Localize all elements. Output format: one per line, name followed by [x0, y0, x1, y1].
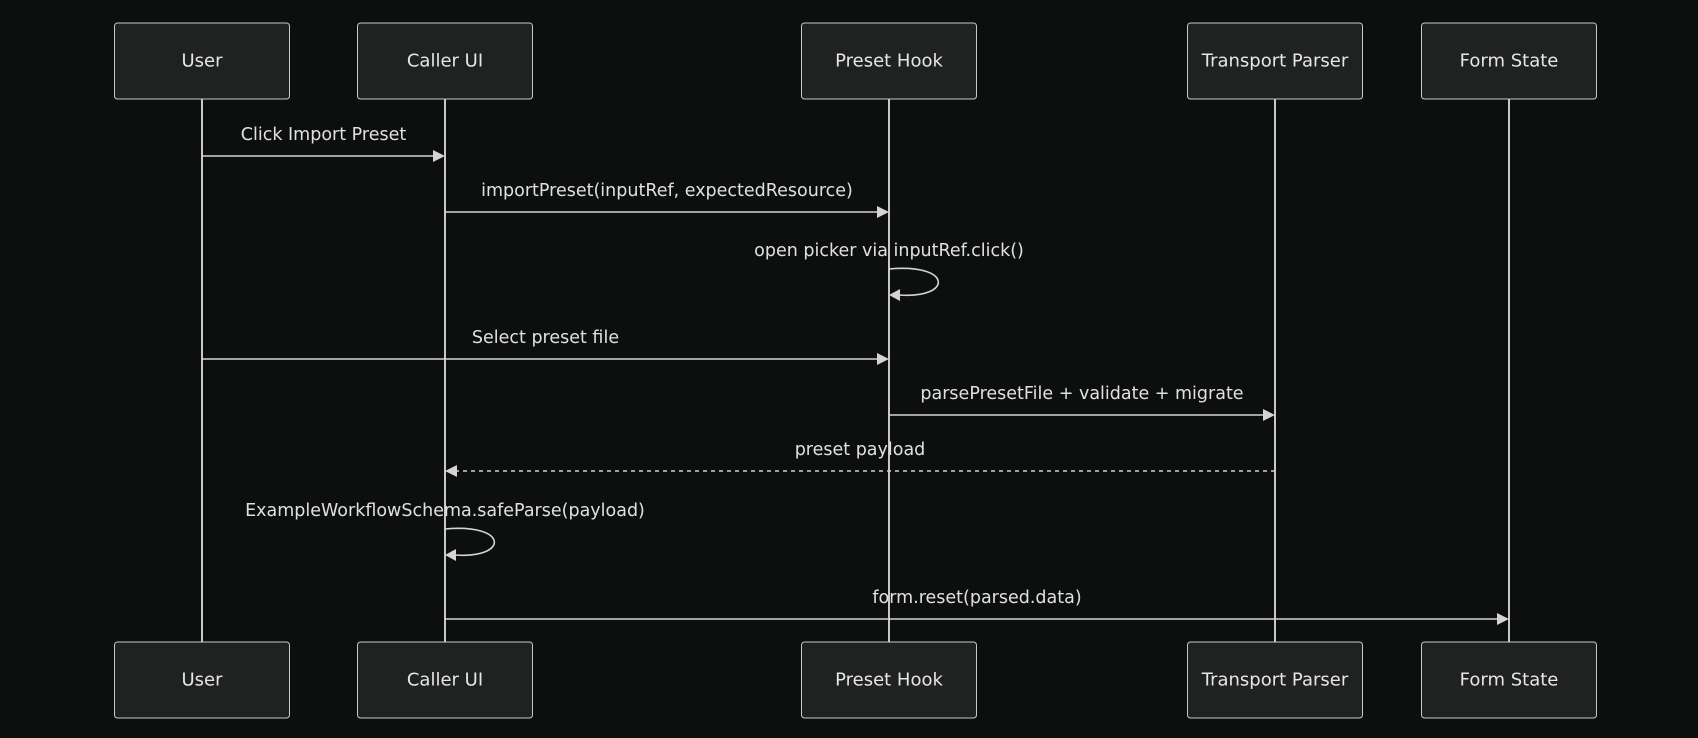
- actor-box: [801, 22, 977, 100]
- actor-form-bottom: Form State: [1421, 641, 1597, 719]
- message-6: preset payload: [445, 440, 1275, 477]
- actor-box: [114, 641, 290, 719]
- messages: Click Import Preset importPreset(inputRef…: [202, 125, 1509, 625]
- actor-box: [1421, 641, 1597, 719]
- actor-box: [1421, 22, 1597, 100]
- actor-box: [801, 641, 977, 719]
- actor-form-top: Form State: [1421, 22, 1597, 100]
- actor-parser-top: Transport Parser: [1187, 22, 1363, 100]
- actors-top: User Caller UI Preset Hook Transport Parser…: [114, 22, 1597, 100]
- message-7: ExampleWorkflowSchema.safeParse(payload): [245, 501, 645, 561]
- actor-box: [357, 641, 533, 719]
- message-label: form.reset(parsed.data): [872, 588, 1081, 608]
- message-label: preset payload: [795, 440, 926, 460]
- actor-hook-bottom: Preset Hook: [801, 641, 977, 719]
- message-1: Click Import Preset: [202, 125, 445, 162]
- actor-label: User: [181, 670, 223, 691]
- actor-box: [1187, 22, 1363, 100]
- actor-caller-top: Caller UI: [357, 22, 533, 100]
- arrowhead: [877, 353, 889, 365]
- actor-box: [114, 22, 290, 100]
- actor-box: [357, 22, 533, 100]
- message-2: importPreset(inputRef, expectedResource): [445, 181, 889, 218]
- actor-label: Caller UI: [407, 670, 483, 691]
- arrowhead: [889, 289, 900, 301]
- message-label: importPreset(inputRef, expectedResource): [481, 181, 853, 201]
- actor-parser-bottom: Transport Parser: [1187, 641, 1363, 719]
- actor-label: Preset Hook: [835, 670, 943, 691]
- message-line: [888, 267, 940, 297]
- message-label: Click Import Preset: [241, 125, 407, 145]
- actor-user-bottom: User: [114, 641, 290, 719]
- actor-label: Form State: [1460, 51, 1559, 72]
- actor-label: Caller UI: [407, 51, 483, 72]
- message-label: Select preset file: [472, 328, 619, 348]
- actor-label: Transport Parser: [1201, 51, 1349, 72]
- actor-caller-bottom: Caller UI: [357, 641, 533, 719]
- arrowhead: [445, 549, 456, 561]
- actor-user-top: User: [114, 22, 290, 100]
- message-label: parsePresetFile + validate + migrate: [920, 384, 1243, 404]
- message-label: ExampleWorkflowSchema.safeParse(payload): [245, 501, 645, 521]
- message-4: Select preset file: [202, 328, 889, 365]
- actor-label: Form State: [1460, 670, 1559, 691]
- arrowhead: [433, 150, 445, 162]
- actor-box: [1187, 641, 1363, 719]
- arrowhead: [445, 465, 457, 477]
- arrowhead: [877, 206, 889, 218]
- actors-bottom: User Caller UI Preset Hook Transport Parser…: [114, 641, 1597, 719]
- message-8: form.reset(parsed.data): [445, 588, 1509, 625]
- message-label: open picker via inputRef.click(): [754, 241, 1024, 261]
- arrowhead: [1263, 409, 1275, 421]
- arrowhead: [1497, 613, 1509, 625]
- message-5: parsePresetFile + validate + migrate: [889, 384, 1275, 421]
- actor-label: Preset Hook: [835, 51, 943, 72]
- message-line: [444, 527, 496, 557]
- actor-label: Transport Parser: [1201, 670, 1349, 691]
- actor-hook-top: Preset Hook: [801, 22, 977, 100]
- actor-label: User: [181, 51, 223, 72]
- lifelines: [201, 99, 1510, 642]
- message-3: open picker via inputRef.click(): [754, 241, 1024, 301]
